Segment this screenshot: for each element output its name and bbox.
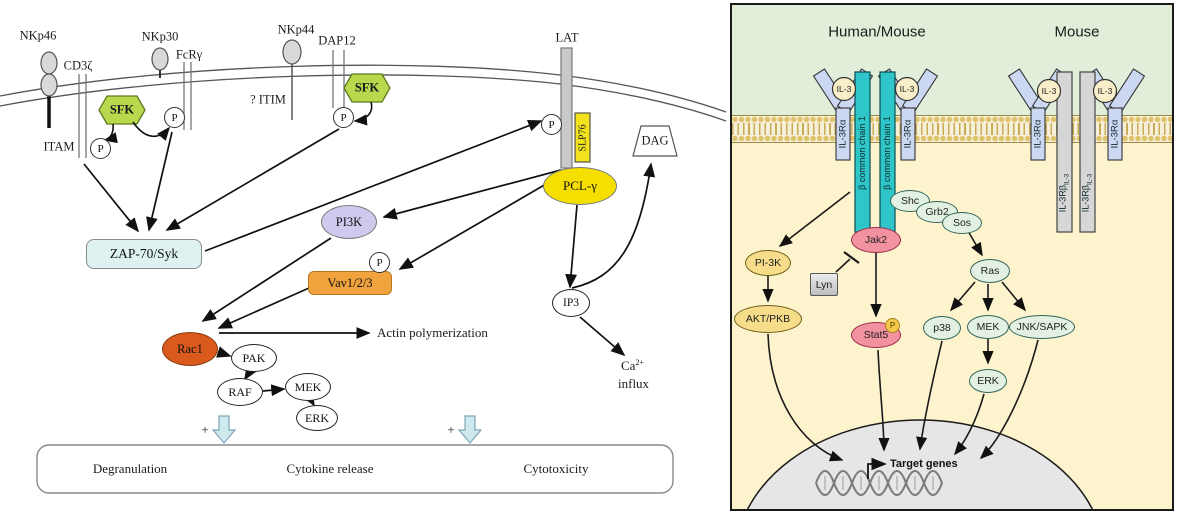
nkp30-receptor [151, 47, 169, 78]
beta-common-chain-label-1: β common chain 1 [857, 116, 867, 190]
erk-node-right: ERK [969, 369, 1007, 393]
nkp30-label: NKp30 [141, 29, 179, 44]
dna-helix [815, 470, 943, 496]
plus-sign-1: + [201, 422, 209, 437]
il3-diagram-canvas [746, 68, 1146, 509]
lat-adaptor-bar [560, 47, 573, 169]
dag-trapezoid [632, 125, 678, 157]
beta-common-chain-label-2: β common chain 1 [882, 116, 892, 190]
mek-node: MEK [285, 373, 331, 401]
sos-node: Sos [942, 212, 982, 234]
cd3zeta-chains [78, 74, 87, 158]
jak2-node: Jak2 [851, 227, 901, 253]
calcium-label: Ca2+ [621, 357, 644, 374]
phospho-circle-vav: P [369, 252, 390, 273]
cell-membrane [0, 64, 727, 122]
slp76-adaptor-bar [574, 112, 591, 163]
outcome-cytotoxicity: Cytotoxicity [523, 461, 589, 476]
il3-ligand-label-4: IL-3 [1097, 86, 1113, 96]
sfk-label-2: SFK [354, 80, 380, 95]
target-genes-label: Target genes [890, 458, 958, 470]
nucleus [746, 419, 1094, 509]
lyn-inhibition-tbar [835, 251, 860, 273]
il3ra-label-2: IL-3Rα [902, 119, 914, 149]
mek-node-right: MEK [967, 315, 1009, 339]
lipid-bilayer-membrane [732, 115, 1172, 143]
jnk-sapk-node: JNK/SAPK [1009, 315, 1075, 339]
human-mouse-header: Human/Mouse [828, 23, 926, 41]
grb2-node: Grb2 [916, 201, 958, 223]
plus-sign-2: + [447, 422, 455, 437]
vav-node: Vav1/2/3 [308, 271, 392, 295]
itam-label: ITAM [43, 139, 75, 154]
nkp44-label: NKp44 [277, 22, 315, 37]
p38-node: p38 [923, 316, 961, 340]
slp76-label: SLP76 [577, 124, 589, 152]
raf-node: RAF [217, 378, 263, 406]
activation-plus-arrows [211, 415, 483, 444]
dap12-label: DAP12 [318, 33, 356, 48]
il3-ligand-label-3: IL-3 [1041, 86, 1057, 96]
phospho-circle-dap12: P [333, 107, 354, 128]
il3-signaling-panel: Human/Mouse Mouse IL-3 IL-3 IL-3 IL-3 IL… [730, 3, 1174, 511]
nkp46-label: NKp46 [19, 28, 57, 43]
pi3k-node: PI3K [321, 205, 377, 239]
dap12-chains [332, 50, 345, 108]
transcription-arrow [867, 457, 887, 479]
fcr-gamma-label: FcRγ [175, 47, 203, 62]
signal-arrows [83, 120, 656, 407]
itim-label: ? ITIM [250, 92, 286, 107]
zap70-syk-node: ZAP-70/Syk [86, 239, 202, 269]
human-mouse-receptor-complex [812, 68, 939, 233]
il3ra-label-3: IL-3Rα [1032, 119, 1044, 149]
nkp46-receptor [40, 51, 58, 128]
phospho-circle-lat: P [541, 114, 562, 135]
nk-signaling-panel: NKp46 CD3ζ ITAM NKp30 FcRγ NKp44 ? ITIM … [0, 22, 727, 494]
il3-ligand-label-2: IL-3 [899, 84, 915, 94]
phospho-circle-fcrgamma: P [164, 107, 185, 128]
sfk-kinase-hexagons [98, 73, 391, 125]
ip3-node: IP3 [552, 289, 590, 317]
phospho-circle-cd3zeta: P [90, 138, 111, 159]
ras-node: Ras [970, 259, 1010, 283]
il3-ligand-label-1: IL-3 [836, 84, 852, 94]
plc-gamma-node: PCL-γ [543, 167, 617, 205]
pi3k-node-right: PI-3K [745, 250, 791, 276]
il3rb-label-1: IL-3RβIL-3 [1057, 173, 1071, 213]
influx-label: influx [618, 376, 650, 391]
il3-signal-arrows [762, 191, 1039, 462]
nkp44-receptor [282, 39, 302, 120]
lat-label: LAT [555, 30, 579, 45]
sfk-label-1: SFK [109, 102, 135, 117]
lyn-node: Lyn [810, 273, 838, 296]
rac1-node: Rac1 [162, 332, 218, 366]
dag-label: DAG [641, 133, 669, 148]
cd3zeta-label: CD3ζ [63, 58, 93, 73]
pak-node: PAK [231, 344, 277, 372]
il3ra-label-1: IL-3Rα [837, 119, 849, 149]
stat5-phospho-badge: P [885, 318, 900, 333]
outcome-degranulation: Degranulation [92, 461, 168, 476]
outcomes-box [36, 444, 674, 494]
il3ra-label-4: IL-3Rα [1109, 119, 1121, 149]
akt-pkb-node: AKT/PKB [734, 305, 802, 333]
il3rb-label-2: IL-3RβIL-3 [1080, 173, 1094, 213]
mouse-receptor-complex [1007, 68, 1146, 233]
mouse-header: Mouse [1054, 23, 1100, 41]
nk-diagram-canvas [0, 39, 727, 494]
actin-polymerization-label: Actin polymerization [377, 325, 488, 340]
erk-node: ERK [296, 405, 338, 431]
outcome-cytokine-release: Cytokine release [286, 461, 374, 476]
